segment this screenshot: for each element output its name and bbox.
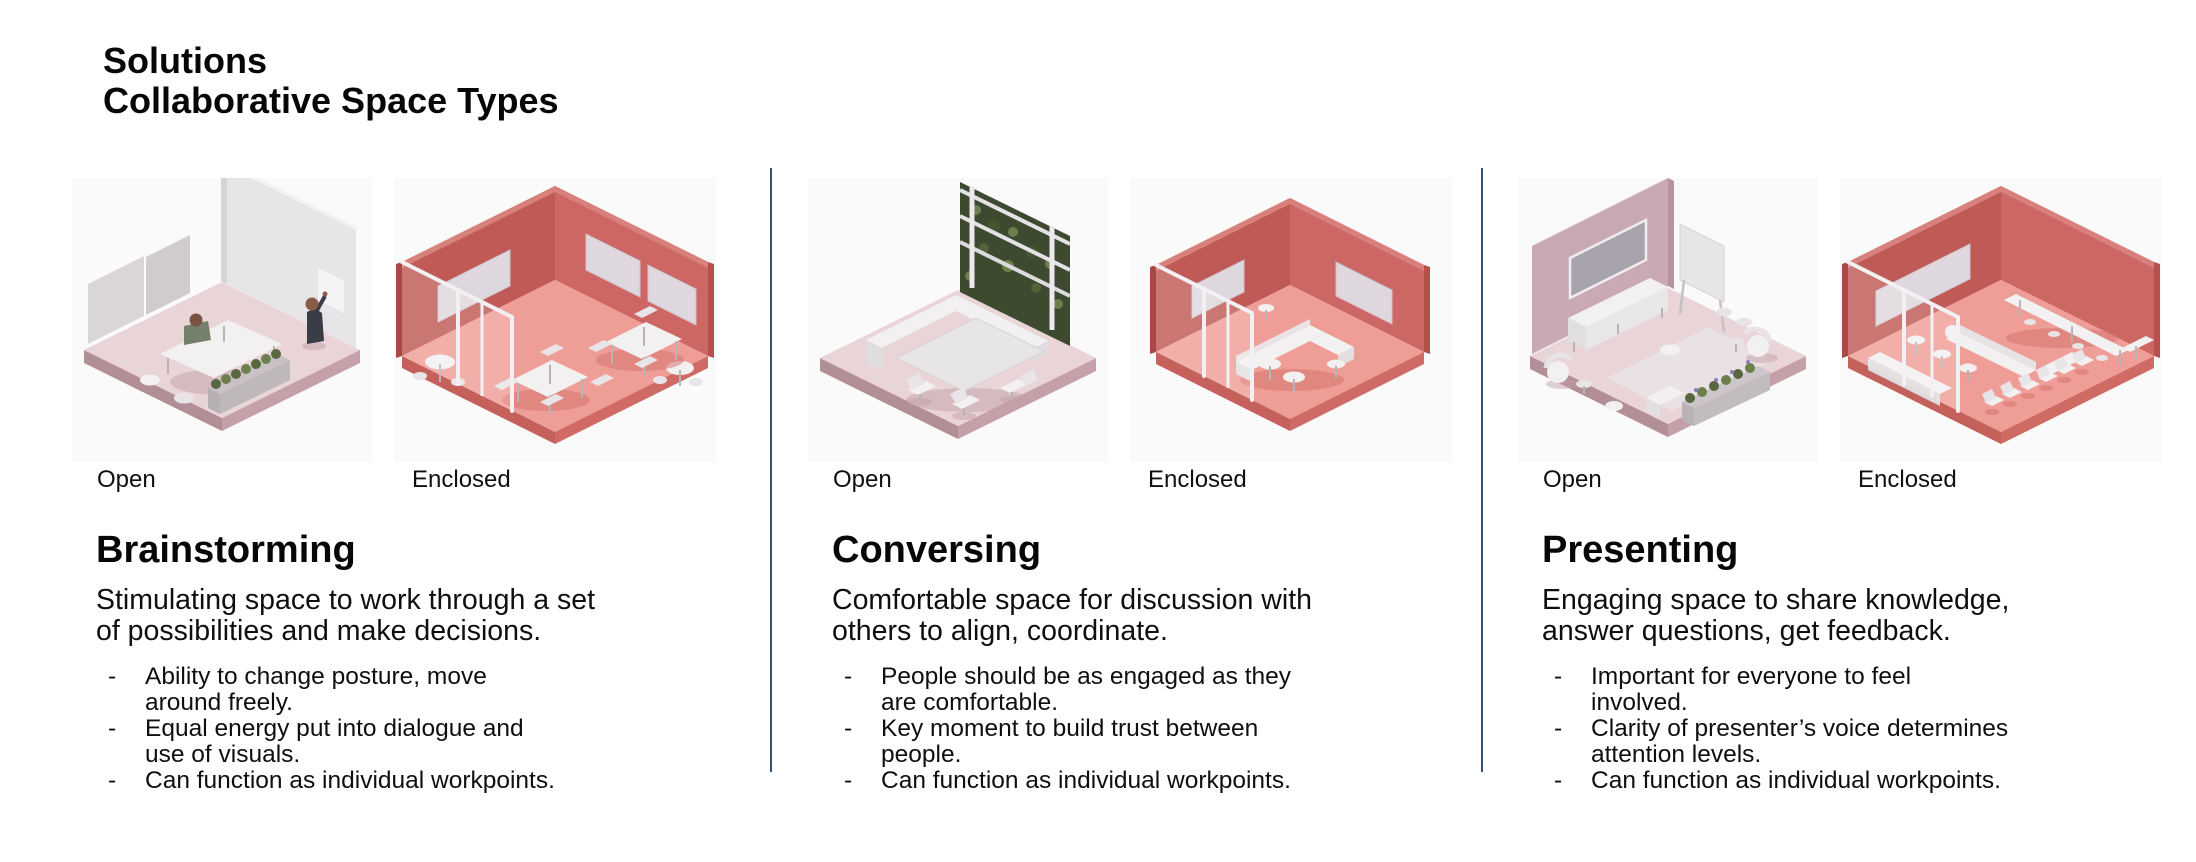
bullet-text: Can function as individual workpoints. — [1591, 767, 2001, 794]
room-figure-enclosed-conversing: Enclosed — [1130, 178, 1452, 493]
enclosed-conversing-room-illustration — [1130, 178, 1452, 462]
title-line-2: Collaborative Space Types — [103, 80, 559, 121]
room-figure-open-presenting: Open — [1518, 178, 1818, 493]
column-presenting: Open — [1518, 0, 2196, 862]
figure-label-enclosed: Enclosed — [412, 466, 511, 493]
bullet-dash: - — [844, 767, 853, 794]
room-figure-open-conversing: Open — [808, 178, 1108, 493]
bullet-item: - Can function as individual workpoints. — [1554, 768, 2011, 794]
section-description: Comfortable space for discussion with ot… — [832, 584, 1312, 647]
bullet-list: - Important for everyone to feel involve… — [1554, 664, 2011, 794]
bullet-dash: - — [844, 715, 853, 742]
figure-label-enclosed: Enclosed — [1858, 466, 1957, 493]
open-brainstorming-room-illustration — [72, 178, 372, 462]
section-heading: Conversing — [832, 529, 1042, 571]
bullet-dash: - — [1554, 715, 1563, 742]
bullet-text: Can function as individual workpoints. — [145, 767, 555, 794]
bullet-text: People should be as engaged as they are … — [881, 663, 1292, 716]
bullet-text: Clarity of presenter’s voice determines … — [1591, 715, 2009, 768]
figure-label-open: Open — [1543, 466, 1602, 493]
bullet-item: - Important for everyone to feel involve… — [1554, 664, 2011, 716]
bullet-list: - People should be as engaged as they ar… — [844, 664, 1301, 794]
column-brainstorming: Open — [72, 0, 762, 862]
bullet-text: Can function as individual workpoints. — [881, 767, 1291, 794]
column-divider — [770, 168, 772, 772]
bullet-dash: - — [844, 663, 853, 690]
bullet-text: Key moment to build trust between people… — [881, 715, 1259, 768]
figure-label-open: Open — [97, 466, 156, 493]
section-heading: Presenting — [1542, 529, 1739, 571]
bullet-item: - Ability to change posture, move around… — [108, 664, 565, 716]
column-conversing: Open — [808, 0, 1498, 862]
bullet-item: - Clarity of presenter’s voice determine… — [1554, 716, 2011, 768]
bullet-item: - Can function as individual workpoints. — [844, 768, 1301, 794]
bullet-list: - Ability to change posture, move around… — [108, 664, 565, 794]
section-description: Engaging space to share knowledge, answe… — [1542, 584, 2010, 647]
open-conversing-room-illustration — [808, 178, 1108, 462]
room-figure-open-brainstorming: Open — [72, 178, 372, 493]
bullet-dash: - — [1554, 663, 1563, 690]
enclosed-brainstorming-room-illustration — [394, 178, 716, 462]
bullet-item: - Equal energy put into dialogue and use… — [108, 716, 565, 768]
section-heading: Brainstorming — [96, 529, 356, 571]
bullet-item: - Key moment to build trust between peop… — [844, 716, 1301, 768]
bullet-dash: - — [108, 767, 117, 794]
bullet-dash: - — [108, 715, 117, 742]
section-description: Stimulating space to work through a set … — [96, 584, 596, 647]
open-presenting-room-illustration — [1518, 178, 1818, 462]
enclosed-presenting-room-illustration — [1840, 178, 2162, 462]
column-divider — [1481, 168, 1483, 772]
bullet-dash: - — [108, 663, 117, 690]
bullet-dash: - — [1554, 767, 1563, 794]
room-figure-enclosed-presenting: Enclosed — [1840, 178, 2162, 493]
slide-title: Solutions Collaborative Space Types — [103, 41, 559, 121]
bullet-item: - People should be as engaged as they ar… — [844, 664, 1301, 716]
title-line-1: Solutions — [103, 40, 267, 81]
bullet-text: Ability to change posture, move around f… — [145, 663, 487, 716]
bullet-item: - Can function as individual workpoints. — [108, 768, 565, 794]
figure-label-enclosed: Enclosed — [1148, 466, 1247, 493]
figure-label-open: Open — [833, 466, 892, 493]
bullet-text: Equal energy put into dialogue and use o… — [145, 715, 524, 768]
room-figure-enclosed-brainstorming: Enclosed — [394, 178, 716, 493]
bullet-text: Important for everyone to feel involved. — [1591, 663, 1912, 716]
